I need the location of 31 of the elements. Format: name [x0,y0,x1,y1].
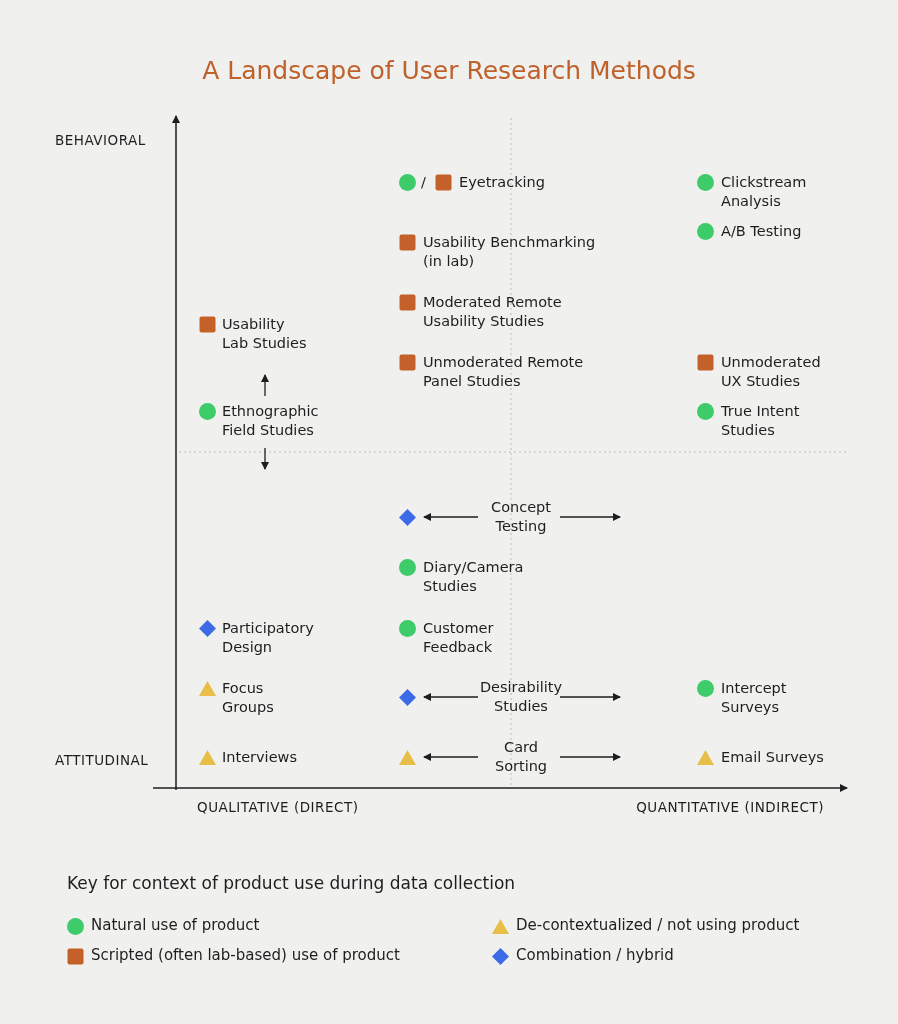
method-label: Moderated Remote Usability Studies [423,293,563,331]
method-label: Usability Benchmarking (in lab) [423,233,597,271]
method-label: Email Surveys [721,748,824,767]
axis-label: QUANTITATIVE (INDIRECT) [636,799,824,815]
legend-label: Scripted (often lab-based) use of product [91,946,400,965]
method-label: Interviews [222,748,297,767]
separator-text: / [421,173,426,192]
method-label: Participatory Design [222,619,315,657]
axis-label: QUALITATIVE (DIRECT) [197,799,359,815]
legend-label: Combination / hybrid [516,946,674,965]
legend-label: De-contextualized / not using product [516,916,800,935]
method-label: Customer Feedback [423,619,495,657]
method-label: Usability Lab Studies [222,315,307,353]
method-label: True Intent Studies [721,402,801,440]
method-label: Ethnographic Field Studies [222,402,320,440]
axis-label: ATTITUDINAL [55,752,149,768]
method-label: Card Sorting [493,738,549,776]
method-label: Focus Groups [222,679,275,717]
method-label: A/B Testing [721,222,802,241]
method-label: Intercept Surveys [721,679,788,717]
method-label: Concept Testing [490,498,552,536]
method-label: Unmoderated Remote Panel Studies [423,353,585,391]
method-label: Unmoderated UX Studies [721,353,822,391]
legend-title: Key for context of product use during data collection [67,873,516,893]
method-label: Desirability Studies [478,678,564,716]
title: A Landscape of User Research Methods [201,56,697,85]
legend-label: Natural use of product [91,916,260,935]
method-label: Eyetracking [459,173,545,192]
method-label: Clickstream Analysis [721,173,808,211]
method-label: Diary/Camera Studies [423,558,525,596]
axis-label: BEHAVIORAL [55,132,146,148]
